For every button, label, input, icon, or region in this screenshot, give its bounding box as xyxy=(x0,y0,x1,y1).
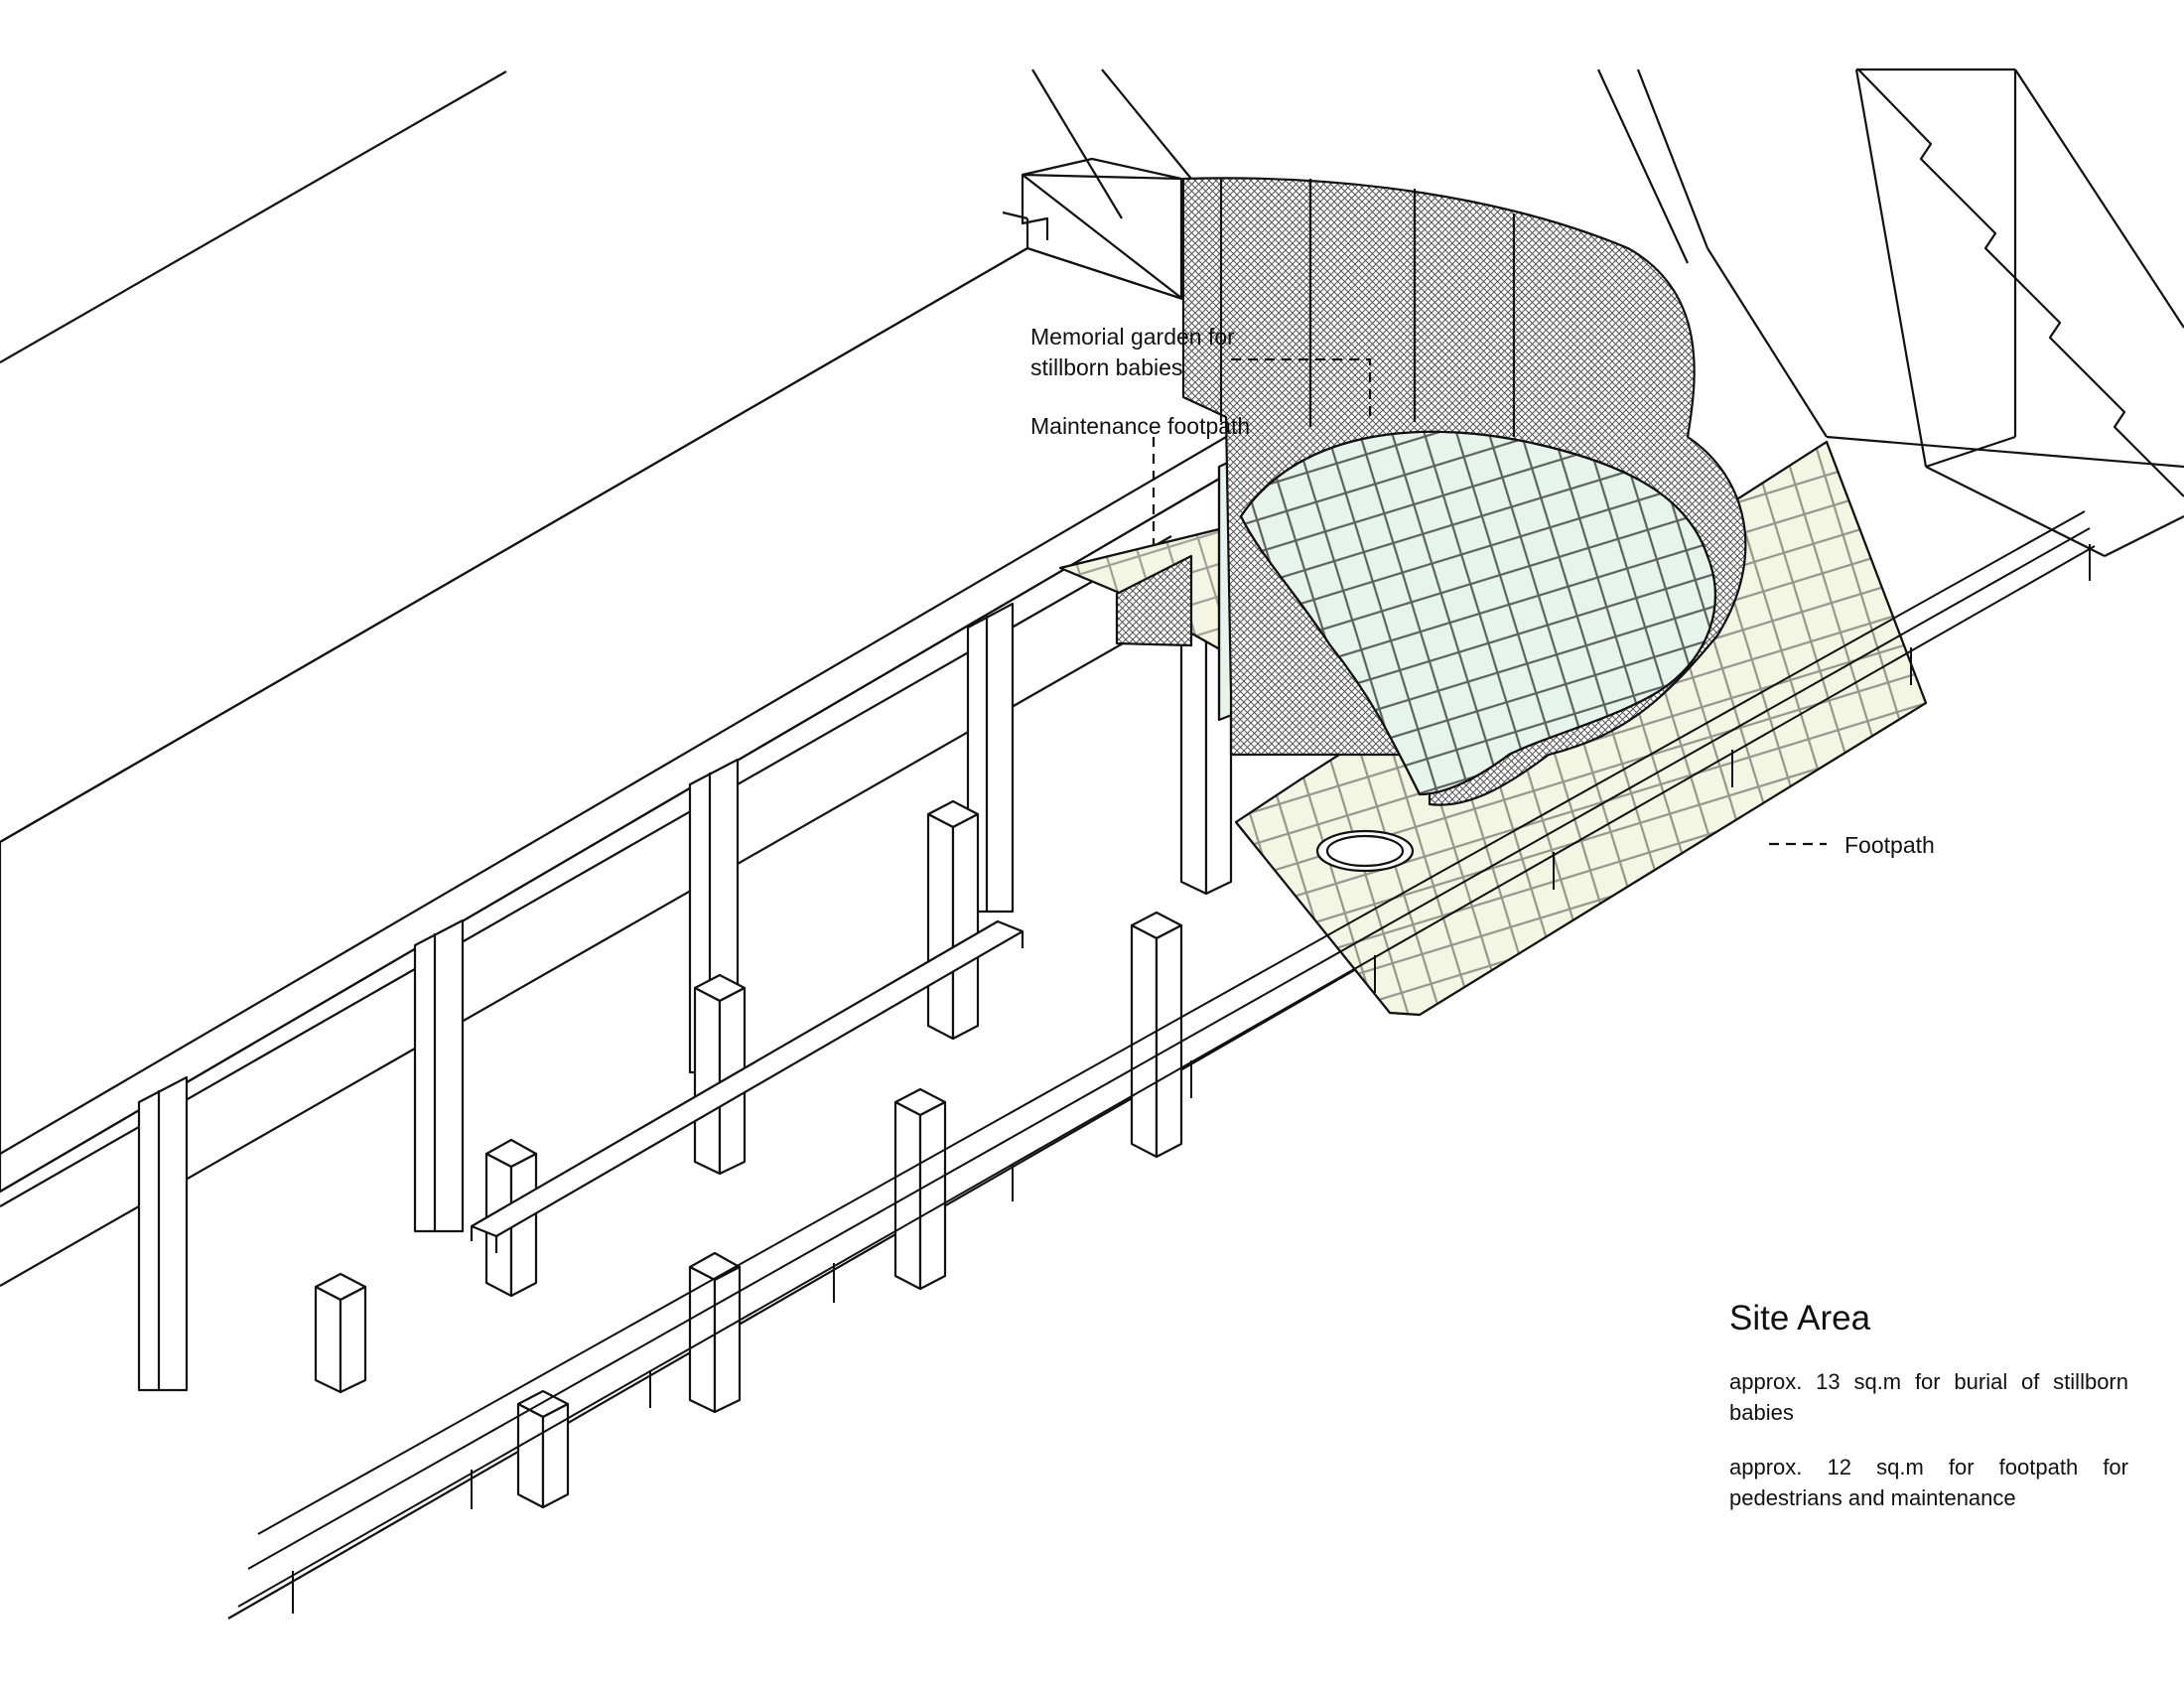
site-area-title: Site Area xyxy=(1729,1299,1871,1337)
site-area-line-footpath: approx. 12 sq.m for footpath for pedestr… xyxy=(1729,1455,2128,1510)
canopy-columns xyxy=(137,602,1015,1392)
rear-stair xyxy=(1021,69,1192,300)
leader-lines xyxy=(1152,357,1827,846)
right-staircase xyxy=(1597,68,2184,557)
site-area-legend: Site Area approx. 13 sq.m for burial of … xyxy=(1729,1297,2128,1537)
site-area-line-burial: approx. 13 sq.m for burial of stillborn … xyxy=(1729,1369,2128,1425)
maintenance-footpath-label: Maintenance footpath xyxy=(1030,413,1251,439)
edge-guardrail xyxy=(237,510,2096,1614)
memorial-garden-enclosure xyxy=(1181,177,1747,806)
memorial-garden-label: Memorial garden for stillborn babies xyxy=(1030,324,1235,380)
footpath-label: Footpath xyxy=(1844,832,1935,858)
bench xyxy=(470,919,1024,1253)
